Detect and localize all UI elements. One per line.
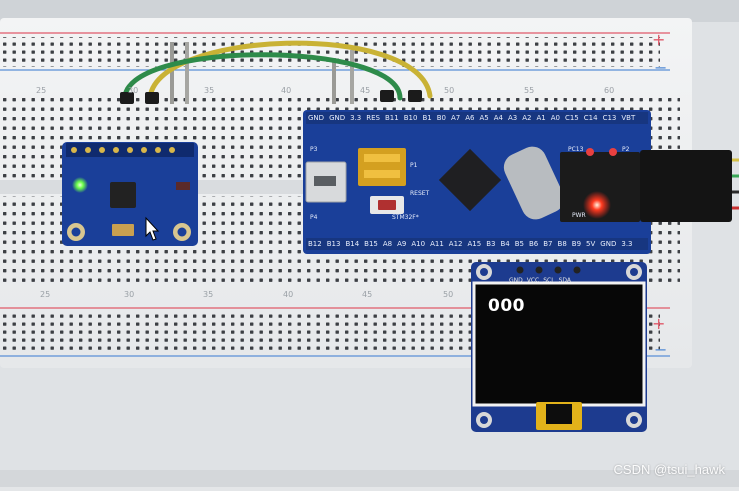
pin-label: B15 xyxy=(364,240,378,248)
stm32-board xyxy=(303,110,651,254)
p2-label: P2 xyxy=(622,146,630,153)
pin-label: C13 xyxy=(602,114,617,122)
pin-label: VBT xyxy=(621,114,636,122)
pin-label: A0 xyxy=(550,114,560,122)
stm32-top-pin-labels: GND GND 3.3 RES B11 B10 B1 B0 A7 A6 A5 A4 A3 A2 A1 A0 C1… xyxy=(308,114,640,122)
pin-label: A2 xyxy=(522,114,532,122)
pin-label: B14 xyxy=(345,240,360,248)
bb-number-top-3: 35 xyxy=(204,86,215,95)
pin-label: GND xyxy=(308,114,325,122)
top-minus-rail-label: − xyxy=(654,58,668,77)
bb-number-top-5: 45 xyxy=(360,86,371,95)
oled-pin-label: SDA xyxy=(558,277,572,284)
pin-label: A11 xyxy=(430,240,444,248)
pin-label: RES xyxy=(366,114,380,122)
pin-label: B7 xyxy=(543,240,553,248)
yellow-wire xyxy=(147,40,433,103)
pin-label: A4 xyxy=(493,114,503,122)
pc13-label: PC13 xyxy=(568,146,584,153)
mpu6050-module xyxy=(62,142,198,246)
bb-number-bottom-5: 45 xyxy=(362,290,373,299)
p1-label: P1 xyxy=(410,162,418,169)
pin-label: C15 xyxy=(564,114,579,122)
mouse-cursor-icon xyxy=(145,216,160,241)
pin-label: B8 xyxy=(557,240,567,248)
pin-label: C14 xyxy=(583,114,598,122)
reset-label: RESET xyxy=(410,190,430,197)
pin-label: A9 xyxy=(397,240,407,248)
pwr-label: PWR xyxy=(572,212,586,219)
bb-number-bottom-2: 30 xyxy=(124,290,135,299)
oled-screen xyxy=(472,281,646,407)
bb-number-bottom-6: 50 xyxy=(443,290,454,299)
pin-label: A15 xyxy=(467,240,482,248)
bottom-plus-rail-label: + xyxy=(652,314,666,333)
pin-label: B10 xyxy=(403,114,418,122)
stlink-connector xyxy=(640,150,732,222)
pin-label: 5V xyxy=(586,240,596,248)
p3-label: P3 xyxy=(310,146,318,153)
pin-label: A1 xyxy=(536,114,546,122)
pin-label: B5 xyxy=(514,240,524,248)
bb-number-bottom-4: 40 xyxy=(283,290,294,299)
oled-pin-label: SCL xyxy=(543,277,555,284)
p4-label: P4 xyxy=(310,214,318,221)
pin-label: A5 xyxy=(479,114,489,122)
bb-number-top-7: 55 xyxy=(524,86,535,95)
bottom-minus-rail-label: − xyxy=(654,340,668,359)
pin-label: B6 xyxy=(528,240,539,248)
top-plus-rail-label: + xyxy=(652,30,666,49)
oled-pin-label: GND xyxy=(509,277,523,284)
bb-number-top-4: 40 xyxy=(281,86,292,95)
stm32-bottom-pin-labels: B12 B13 B14 B15 A8 A9 A10 A11 A12 A15 B3 B4 B5 B6 B7 B8… xyxy=(308,240,638,248)
green-wire xyxy=(122,52,403,103)
pin-label: A7 xyxy=(450,114,461,122)
green-led xyxy=(72,177,88,193)
pin-label: 3.3 xyxy=(621,240,633,248)
mcu-chip xyxy=(438,148,502,212)
bb-number-top-6: 50 xyxy=(444,86,455,95)
pin-label: B12 xyxy=(308,240,322,248)
pin-label: A8 xyxy=(382,240,393,248)
pin-label: A12 xyxy=(448,240,463,248)
pin-label: B0 xyxy=(436,114,446,122)
bb-number-top-8: 60 xyxy=(604,86,615,95)
pin-label: A6 xyxy=(465,114,475,122)
bb-number-top-2: 30 xyxy=(128,86,139,95)
pin-label: A3 xyxy=(507,114,518,122)
pin-label: 3.3 xyxy=(350,114,362,122)
pin-label: B4 xyxy=(500,240,510,248)
chip-label: STM32F* xyxy=(392,214,419,221)
pwr-led xyxy=(583,191,611,219)
pin-label: B11 xyxy=(385,114,399,122)
pin-label: GND xyxy=(600,240,617,248)
oled-module xyxy=(471,262,647,432)
pin-label: A10 xyxy=(411,240,426,248)
pin-label: B13 xyxy=(326,240,341,248)
pin-label: B1 xyxy=(422,114,432,122)
bb-number-bottom-1: 25 xyxy=(40,290,51,299)
bb-number-bottom-3: 35 xyxy=(203,290,214,299)
pin-label: B3 xyxy=(486,240,496,248)
bb-number-top-1: 25 xyxy=(36,86,47,95)
oled-display-text: 000 xyxy=(488,296,525,316)
pin-label: B9 xyxy=(571,240,582,248)
pin-label: GND xyxy=(329,114,346,122)
oled-pin-label: VCC xyxy=(526,277,540,284)
watermark: CSDN @tsui_hawk xyxy=(613,462,725,477)
